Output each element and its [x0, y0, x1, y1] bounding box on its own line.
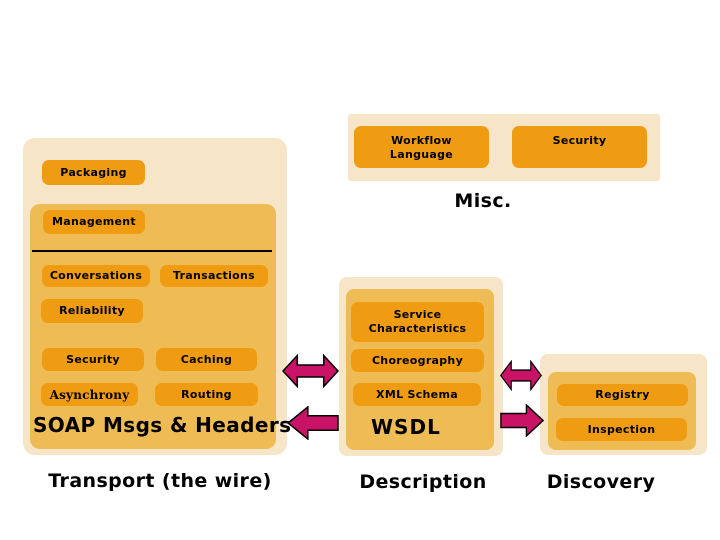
discovery-label: Discovery	[546, 471, 656, 493]
reliability-box: Reliability	[41, 299, 143, 323]
service-characteristics-box: Service Characteristics	[351, 302, 484, 342]
wsdl-title: WSDL	[371, 415, 441, 439]
caching-box: Caching	[156, 348, 257, 371]
registry-box: Registry	[557, 384, 688, 406]
choreography-box: Choreography	[351, 349, 484, 372]
soap-inner-panel	[30, 204, 276, 449]
double-arrow-right-icon	[500, 360, 542, 391]
double-arrow-left-icon	[282, 354, 339, 388]
inspection-box: Inspection	[556, 418, 687, 441]
misc-label: Misc.	[454, 190, 512, 212]
transactions-box: Transactions	[160, 265, 268, 287]
transport-label: Transport (the wire)	[48, 470, 272, 492]
left-arrow-icon	[287, 406, 339, 440]
soap-title: SOAP Msgs & Headers	[33, 413, 292, 437]
description-label: Description	[359, 471, 487, 493]
transport-security-box: Security	[42, 348, 144, 371]
asynchrony-box: Asynchrony	[41, 383, 138, 406]
management-divider	[32, 250, 272, 252]
workflow-language-box: Workflow Language	[354, 126, 489, 168]
packaging-box: Packaging	[42, 160, 145, 185]
conversations-box: Conversations	[42, 265, 150, 287]
xml-schema-box: XML Schema	[353, 383, 481, 406]
management-box: Management	[43, 210, 145, 234]
right-arrow-icon	[500, 404, 544, 437]
misc-security-box: Security	[512, 126, 647, 168]
routing-box: Routing	[155, 383, 258, 406]
